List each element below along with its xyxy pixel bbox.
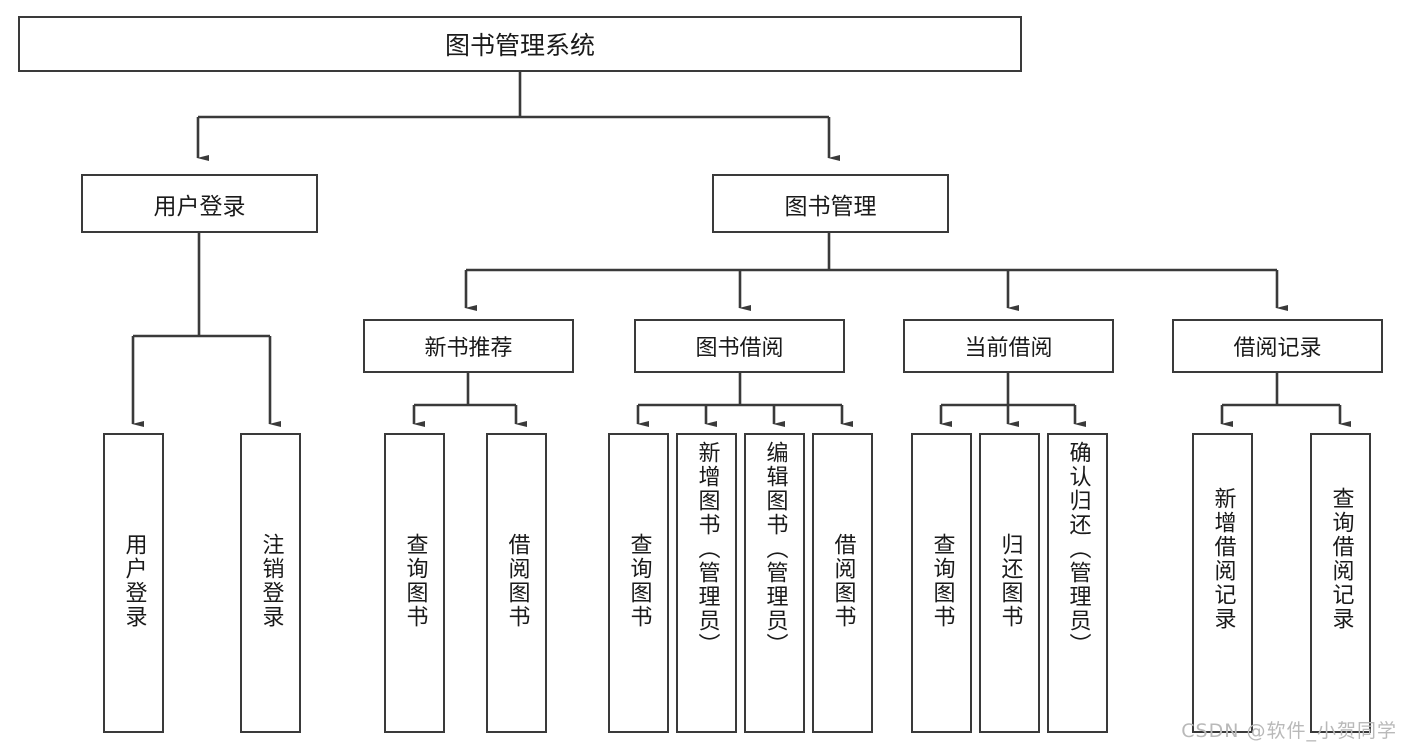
leaf-user-login-label: 用户登录: [121, 533, 147, 629]
leaf-query-book-recommend[interactable]: 查询图书: [384, 433, 445, 733]
node-book-management[interactable]: 图书管理: [712, 174, 949, 233]
leaf-edit-book-admin[interactable]: 编辑图书（管理员）: [744, 433, 805, 733]
leaf-logout-label: 注销登录: [258, 533, 284, 629]
leaf-logout[interactable]: 注销登录: [240, 433, 301, 733]
leaf-add-book-admin[interactable]: 新增图书（管理员）: [676, 433, 737, 733]
node-root[interactable]: 图书管理系统: [18, 16, 1022, 72]
leaf-query-book-current-label: 查询图书: [929, 533, 955, 629]
leaf-add-book-admin-label: 新增图书（管理员）: [694, 441, 720, 657]
leaf-borrow-book[interactable]: 借阅图书: [812, 433, 873, 733]
leaf-query-borrow-record-label: 查询借阅记录: [1328, 487, 1354, 631]
leaf-confirm-return-admin[interactable]: 确认归还（管理员）: [1047, 433, 1108, 733]
leaf-edit-book-admin-label: 编辑图书（管理员）: [762, 441, 788, 657]
leaf-query-borrow-record[interactable]: 查询借阅记录: [1310, 433, 1371, 733]
node-book-borrow[interactable]: 图书借阅: [634, 319, 845, 373]
leaf-borrow-book-label: 借阅图书: [830, 533, 856, 629]
leaf-user-login[interactable]: 用户登录: [103, 433, 164, 733]
node-book-management-label: 图书管理: [784, 193, 877, 220]
node-user-login-label: 用户登录: [153, 193, 246, 220]
leaf-borrow-book-recommend[interactable]: 借阅图书: [486, 433, 547, 733]
leaf-return-book-label: 归还图书: [997, 533, 1023, 629]
leaf-query-book-borrow[interactable]: 查询图书: [608, 433, 669, 733]
leaf-query-book-current[interactable]: 查询图书: [911, 433, 972, 733]
node-user-login[interactable]: 用户登录: [81, 174, 318, 233]
node-root-label: 图书管理系统: [444, 31, 595, 60]
leaf-confirm-return-admin-label: 确认归还（管理员）: [1065, 441, 1091, 657]
node-current-borrow[interactable]: 当前借阅: [903, 319, 1114, 373]
leaf-query-book-recommend-label: 查询图书: [402, 533, 428, 629]
node-current-borrow-label: 当前借阅: [964, 336, 1053, 361]
leaf-return-book[interactable]: 归还图书: [979, 433, 1040, 733]
node-new-book-recommend-label: 新书推荐: [424, 336, 513, 361]
watermark-text: CSDN @软件_小贺同学: [1181, 720, 1397, 742]
node-borrow-record[interactable]: 借阅记录: [1172, 319, 1383, 373]
leaf-borrow-book-recommend-label: 借阅图书: [504, 533, 530, 629]
node-book-borrow-label: 图书借阅: [695, 336, 784, 361]
leaf-add-borrow-record[interactable]: 新增借阅记录: [1192, 433, 1253, 733]
node-borrow-record-label: 借阅记录: [1233, 336, 1322, 361]
leaf-add-borrow-record-label: 新增借阅记录: [1210, 487, 1236, 631]
node-new-book-recommend[interactable]: 新书推荐: [363, 319, 574, 373]
leaf-query-book-borrow-label: 查询图书: [626, 533, 652, 629]
